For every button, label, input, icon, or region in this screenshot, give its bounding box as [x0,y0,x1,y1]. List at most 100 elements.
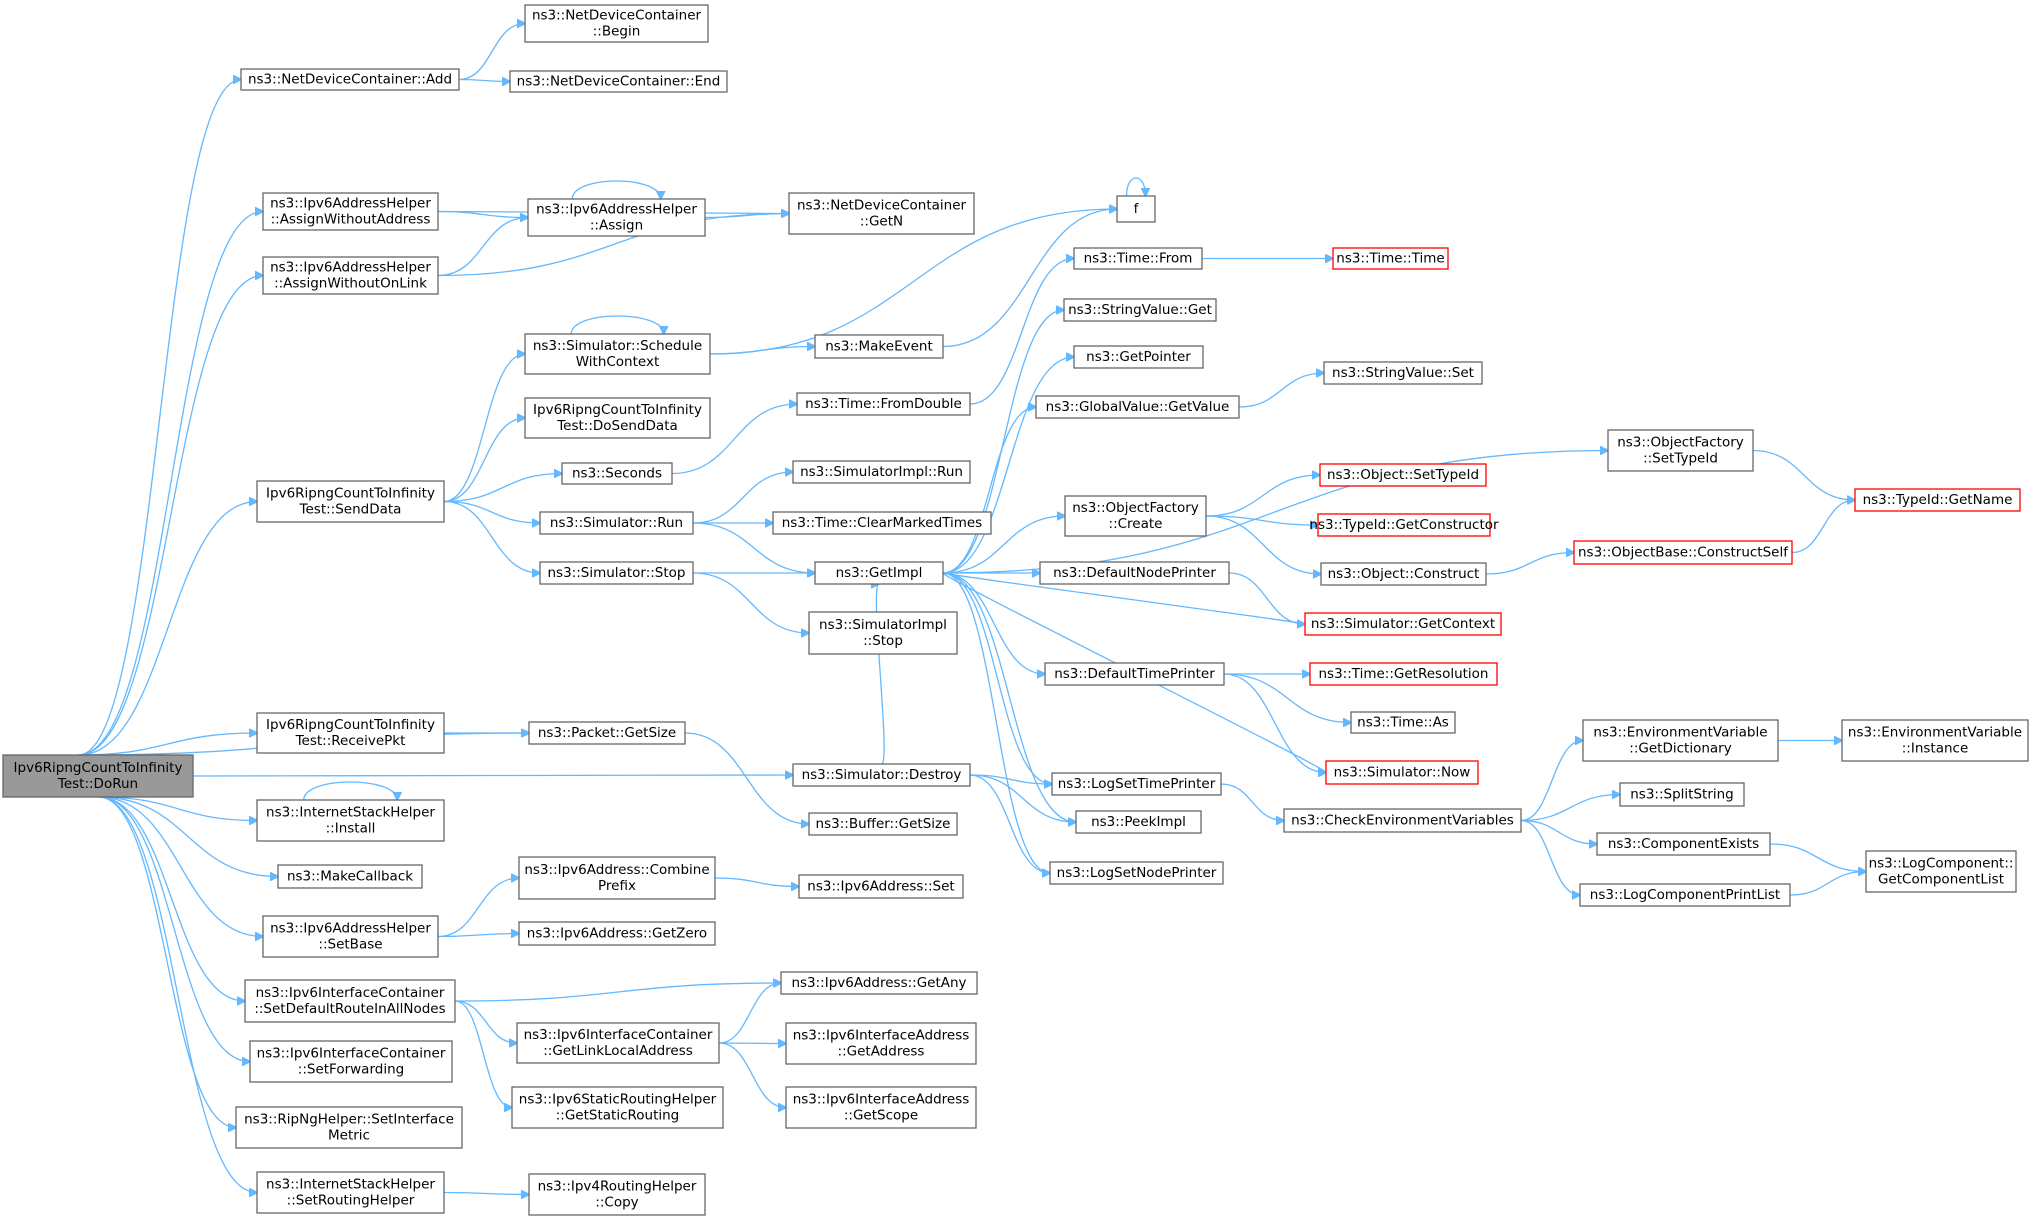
node-a6h-setbase[interactable]: ns3::Ipv6AddressHelper::SetBase [262,915,439,958]
node-time-getres[interactable]: ns3::Time::GetResolution [1309,662,1498,686]
node-label: ns3::Ipv6AddressHelper [270,196,431,212]
node-getimpl[interactable]: ns3::GetImpl [814,561,944,585]
node-box [561,462,673,485]
edge-dnp-to-sim-getcontext [1228,572,1305,624]
node-time-from[interactable]: ns3::Time::From [1073,247,1203,270]
node-gv-getvalue[interactable]: ns3::GlobalValue::GetValue [1035,395,1240,419]
edge-compexists-to-lc-getcomplist [1769,843,1866,872]
node-sv-get[interactable]: ns3::StringValue::Get [1063,298,1217,322]
node-sim-destroy[interactable]: ns3::Simulator::Destroy [792,763,971,787]
node-ish-install[interactable]: ns3::InternetStackHelper::Install [256,799,445,842]
node-label: ns3::GetPointer [1086,349,1191,365]
node-seconds[interactable]: ns3::Seconds [561,462,673,485]
node-of-settypeid[interactable]: ns3::ObjectFactory::SetTypeId [1607,429,1754,472]
node-label: ::SetRoutingHelper [287,1193,415,1209]
node-of-create[interactable]: ns3::ObjectFactory::Create [1064,495,1207,537]
node-i6ia-getaddr[interactable]: ns3::Ipv6InterfaceAddress::GetAddress [785,1022,977,1065]
node-sv-set[interactable]: ns3::StringValue::Set [1323,361,1483,385]
node-i6ic-getlla[interactable]: ns3::Ipv6InterfaceContainer::GetLinkLoca… [516,1022,720,1064]
node-label: WithContext [576,354,660,370]
node-ev-instance[interactable]: ns3::EnvironmentVariable::Instance [1841,719,2029,762]
node-label: ::GetN [860,214,903,230]
node-label: Test::DoSendData [556,418,678,434]
node-label: ns3::StringValue::Get [1068,302,1212,318]
node-label: Prefix [598,878,636,894]
node-lc-getcomplist[interactable]: ns3::LogComponent::GetComponentList [1865,850,2017,893]
node-dnp[interactable]: ns3::DefaultNodePrinter [1039,561,1230,585]
node-typeid-getctor[interactable]: ns3::TypeId::GetConstructor [1309,513,1499,537]
node-i6ic-sdrian[interactable]: ns3::Ipv6InterfaceContainer::SetDefaultR… [244,979,456,1023]
node-label: ns3::SimulatorImpl::Run [800,464,963,480]
node-box [1039,561,1230,585]
node-label: ns3::PeekImpl [1091,814,1186,830]
node-a6-set[interactable]: ns3::Ipv6Address::Set [798,874,964,899]
node-pkt-getsize[interactable]: ns3::Packet::GetSize [528,721,686,745]
node-i6srh-getsr[interactable]: ns3::Ipv6StaticRoutingHelper::GetStaticR… [511,1086,724,1129]
node-a6h-awa[interactable]: ns3::Ipv6AddressHelper::AssignWithoutAdd… [262,192,439,231]
node-f[interactable]: f [1116,195,1156,223]
node-label: ::AssignWithoutAddress [271,212,431,228]
node-simimpl-stop[interactable]: ns3::SimulatorImpl::Stop [808,611,958,655]
node-a6h-assign[interactable]: ns3::Ipv6AddressHelper::Assign [527,198,706,237]
node-make-event[interactable]: ns3::MakeEvent [814,334,944,359]
node-simimpl-run[interactable]: ns3::SimulatorImpl::Run [792,460,971,484]
node-label: ns3::NetDeviceContainer::End [517,74,721,90]
node-typeid-getname[interactable]: ns3::TypeId::GetName [1854,488,2021,512]
node-i6ic-setfwd[interactable]: ns3::Ipv6InterfaceContainer::SetForwardi… [249,1040,453,1083]
node-i6ia-getscope[interactable]: ns3::Ipv6InterfaceAddress::GetScope [785,1086,977,1129]
node-label: ns3::SimulatorImpl [819,617,947,633]
node-logsetnodeprinter[interactable]: ns3::LogSetNodePrinter [1049,861,1224,885]
node-logcompprintlist[interactable]: ns3::LogComponentPrintList [1579,883,1791,907]
node-time-time[interactable]: ns3::Time::Time [1332,247,1449,270]
node-time-cmt[interactable]: ns3::Time::ClearMarkedTimes [772,511,992,535]
node-box [524,397,711,439]
node-obj-construct[interactable]: ns3::Object::Construct [1320,562,1487,586]
node-box [814,561,944,585]
node-ish-setrh[interactable]: ns3::InternetStackHelper::SetRoutingHelp… [256,1171,445,1214]
node-time-as[interactable]: ns3::Time::As [1350,711,1456,734]
node-ndc-begin[interactable]: ns3::NetDeviceContainer::Begin [524,4,709,43]
edge-i6ic-sdrian-to-i6srh-getsr [454,1000,512,1108]
node-sim-now[interactable]: ns3::Simulator::Now [1325,760,1479,785]
node-a6h-awol[interactable]: ns3::Ipv6AddressHelper::AssignWithoutOnL… [262,256,439,295]
node-ndc-getn[interactable]: ns3::NetDeviceContainer::GetN [788,192,975,235]
node-buf-getsize[interactable]: ns3::Buffer::GetSize [808,812,958,836]
node-makecallback[interactable]: ns3::MakeCallback [277,864,423,889]
node-sim-run[interactable]: ns3::Simulator::Run [539,511,694,535]
edge-root-to-rnh-setim [98,796,237,1128]
node-checkenv[interactable]: ns3::CheckEnvironmentVariables [1283,808,1522,833]
node-box [1573,540,1793,565]
node-label: ns3::Ipv6StaticRoutingHelper [519,1092,717,1108]
node-box [1607,429,1754,472]
edge-a6h-awol-to-a6h-assign [437,218,528,277]
node-get-pointer[interactable]: ns3::GetPointer [1073,345,1204,369]
node-sim-stop[interactable]: ns3::Simulator::Stop [539,561,694,585]
node-a6-getany[interactable]: ns3::Ipv6Address::GetAny [780,971,978,995]
node-ndc-end[interactable]: ns3::NetDeviceContainer::End [509,70,728,93]
node-compexists[interactable]: ns3::ComponentExists [1596,832,1771,856]
node-peekimpl[interactable]: ns3::PeekImpl [1075,810,1202,834]
node-label: ns3::EnvironmentVariable [1848,725,2022,741]
node-logsettimeprinter[interactable]: ns3::LogSetTimePrinter [1051,772,1222,796]
node-label: ns3::ObjectFactory [1617,435,1744,451]
node-time-fromdouble[interactable]: ns3::Time::FromDouble [796,392,971,416]
node-splitstring[interactable]: ns3::SplitString [1619,782,1745,807]
node-ev-getdict[interactable]: ns3::EnvironmentVariable::GetDictionary [1582,719,1779,762]
node-obj-settypeid[interactable]: ns3::Object::SetTypeId [1319,463,1487,487]
node-ndc-add[interactable]: ns3::NetDeviceContainer::Add [240,68,460,91]
node-ob-constructself[interactable]: ns3::ObjectBase::ConstructSelf [1573,540,1793,565]
node-sim-getcontext[interactable]: ns3::Simulator::GetContext [1304,612,1502,636]
node-i4rh-copy[interactable]: ns3::Ipv4RoutingHelper::Copy [528,1173,706,1216]
node-dtp[interactable]: ns3::DefaultTimePrinter [1044,662,1225,686]
edge-root-to-receivepkt [78,733,258,756]
node-label: ns3::Ipv6Address::GetZero [527,926,707,942]
node-a6-getzero[interactable]: ns3::Ipv6Address::GetZero [518,921,716,946]
node-box [277,864,423,889]
